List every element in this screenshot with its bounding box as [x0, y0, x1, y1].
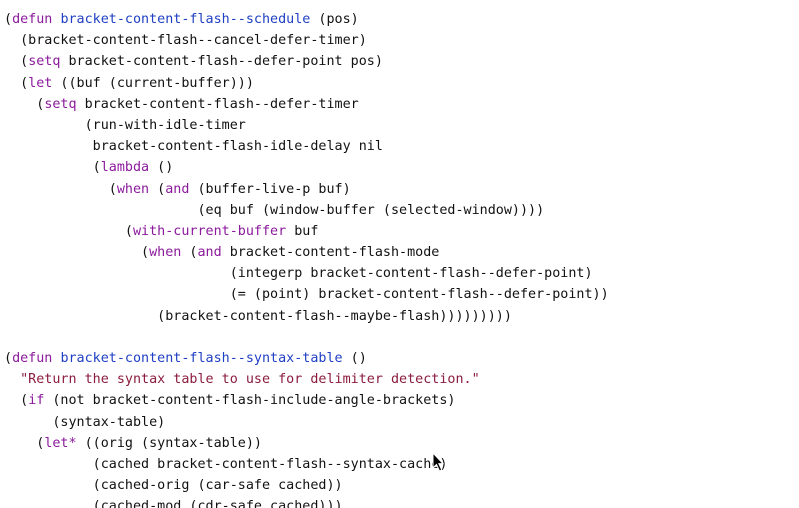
keyword-token: when [149, 245, 182, 261]
keyword-token: and [165, 181, 190, 197]
code-token: ((buf (current-buffer))) [52, 75, 254, 91]
code-line[interactable]: (cached-mod (cdr-safe cached))) [4, 496, 609, 508]
code-token: bracket-content-flash--defer-timer [76, 96, 359, 112]
keyword-token: and [197, 245, 222, 261]
keyword-token: defun [12, 351, 53, 366]
code-line[interactable]: (with-current-buffer buf [4, 221, 609, 242]
keyword-token: let* [44, 435, 77, 451]
code-token: ( [149, 181, 166, 197]
code-token: bracket-content-flash-mode [221, 245, 440, 261]
keyword-token: lambda [100, 160, 150, 176]
code-token: ( [4, 223, 133, 239]
code-text-area[interactable]: (defun bracket-content-flash--schedule (… [4, 9, 609, 508]
code-token: ( [4, 75, 29, 91]
code-token: () [149, 160, 174, 176]
code-line[interactable]: (lambda () [4, 157, 609, 178]
code-line[interactable]: (let* ((orig (syntax-table)) [4, 433, 609, 454]
code-line[interactable]: (cached bracket-content-flash--syntax-ca… [4, 454, 609, 475]
code-line[interactable]: (syntax-table) [4, 412, 609, 433]
code-line[interactable]: (when (and bracket-content-flash-mode [4, 242, 609, 263]
code-token: bracket-content-flash-idle-delay nil [4, 139, 383, 155]
code-line[interactable]: (defun bracket-content-flash--syntax-tab… [4, 348, 609, 369]
function-name-token: bracket-content-flash--schedule [60, 12, 311, 27]
code-line[interactable]: (bracket-content-flash--maybe-flash)))))… [4, 306, 609, 327]
code-token [4, 372, 20, 387]
keyword-token: let [28, 75, 53, 91]
code-token: ( [4, 160, 101, 176]
keyword-token: setq [44, 96, 77, 112]
mouse-pointer-icon [432, 452, 444, 472]
code-token: bracket-content-flash--defer-point pos) [60, 54, 383, 70]
keyword-token: setq [28, 54, 61, 70]
code-token: ( [4, 54, 29, 70]
code-line[interactable]: (if (not bracket-content-flash-include-a… [4, 390, 609, 411]
code-token: (cached-mod (cdr-safe cached))) [4, 499, 343, 508]
code-token: (buffer-live-p buf) [189, 181, 351, 197]
code-token: (not bracket-content-flash-include-angle… [44, 393, 456, 409]
code-line[interactable]: (when (and (buffer-live-p buf) [4, 179, 609, 200]
code-line[interactable]: bracket-content-flash-idle-delay nil [4, 136, 609, 157]
code-token: (= (point) bracket-content-flash--defer-… [4, 287, 609, 303]
code-token: (pos) [310, 12, 359, 27]
code-token: ( [4, 393, 29, 409]
code-line[interactable]: (setq bracket-content-flash--defer-point… [4, 51, 609, 72]
code-token: ( [4, 181, 117, 197]
code-line[interactable]: (integerp bracket-content-flash--defer-p… [4, 263, 609, 284]
code-token: () [342, 351, 367, 366]
code-line[interactable]: (eq buf (window-buffer (selected-window)… [4, 200, 609, 221]
code-line[interactable]: (setq bracket-content-flash--defer-timer [4, 94, 609, 115]
code-token: (bracket-content-flash--cancel-defer-tim… [4, 33, 367, 49]
code-token: (cached-orig (car-safe cached)) [4, 478, 343, 494]
code-token: ((orig (syntax-table)) [76, 435, 262, 451]
code-token: (integerp bracket-content-flash--defer-p… [4, 266, 593, 282]
code-line[interactable]: (= (point) bracket-content-flash--defer-… [4, 284, 609, 305]
code-token: (syntax-table) [4, 414, 166, 430]
code-line[interactable]: (bracket-content-flash--cancel-defer-tim… [4, 30, 609, 51]
code-token: ( [4, 245, 150, 261]
code-token: (bracket-content-flash--maybe-flash)))))… [4, 308, 512, 324]
function-name-token: bracket-content-flash--syntax-table [60, 351, 343, 366]
code-token: ( [181, 245, 198, 261]
code-token: (run-with-idle-timer [4, 117, 246, 133]
code-line[interactable]: (cached-orig (car-safe cached)) [4, 475, 609, 496]
code-token: (cached bracket-content-flash--syntax-ca… [4, 456, 448, 472]
code-line[interactable]: (defun bracket-content-flash--schedule (… [4, 9, 609, 30]
keyword-token: defun [12, 12, 53, 27]
code-line[interactable]: "Return the syntax table to use for deli… [4, 369, 609, 390]
code-line[interactable]: (let ((buf (current-buffer))) [4, 73, 609, 94]
code-line[interactable] [4, 327, 609, 348]
code-token: (eq buf (window-buffer (selected-window)… [4, 202, 545, 218]
code-line[interactable]: (run-with-idle-timer [4, 115, 609, 136]
code-token: ( [4, 12, 13, 27]
code-token: ( [4, 435, 45, 451]
keyword-token: if [28, 393, 45, 409]
keyword-token: when [116, 181, 150, 197]
keyword-token: with-current-buffer [133, 223, 287, 239]
string-token: "Return the syntax table to use for deli… [20, 372, 480, 388]
code-token: buf [286, 223, 319, 239]
code-token: ( [4, 96, 45, 112]
code-token: ( [4, 351, 13, 366]
